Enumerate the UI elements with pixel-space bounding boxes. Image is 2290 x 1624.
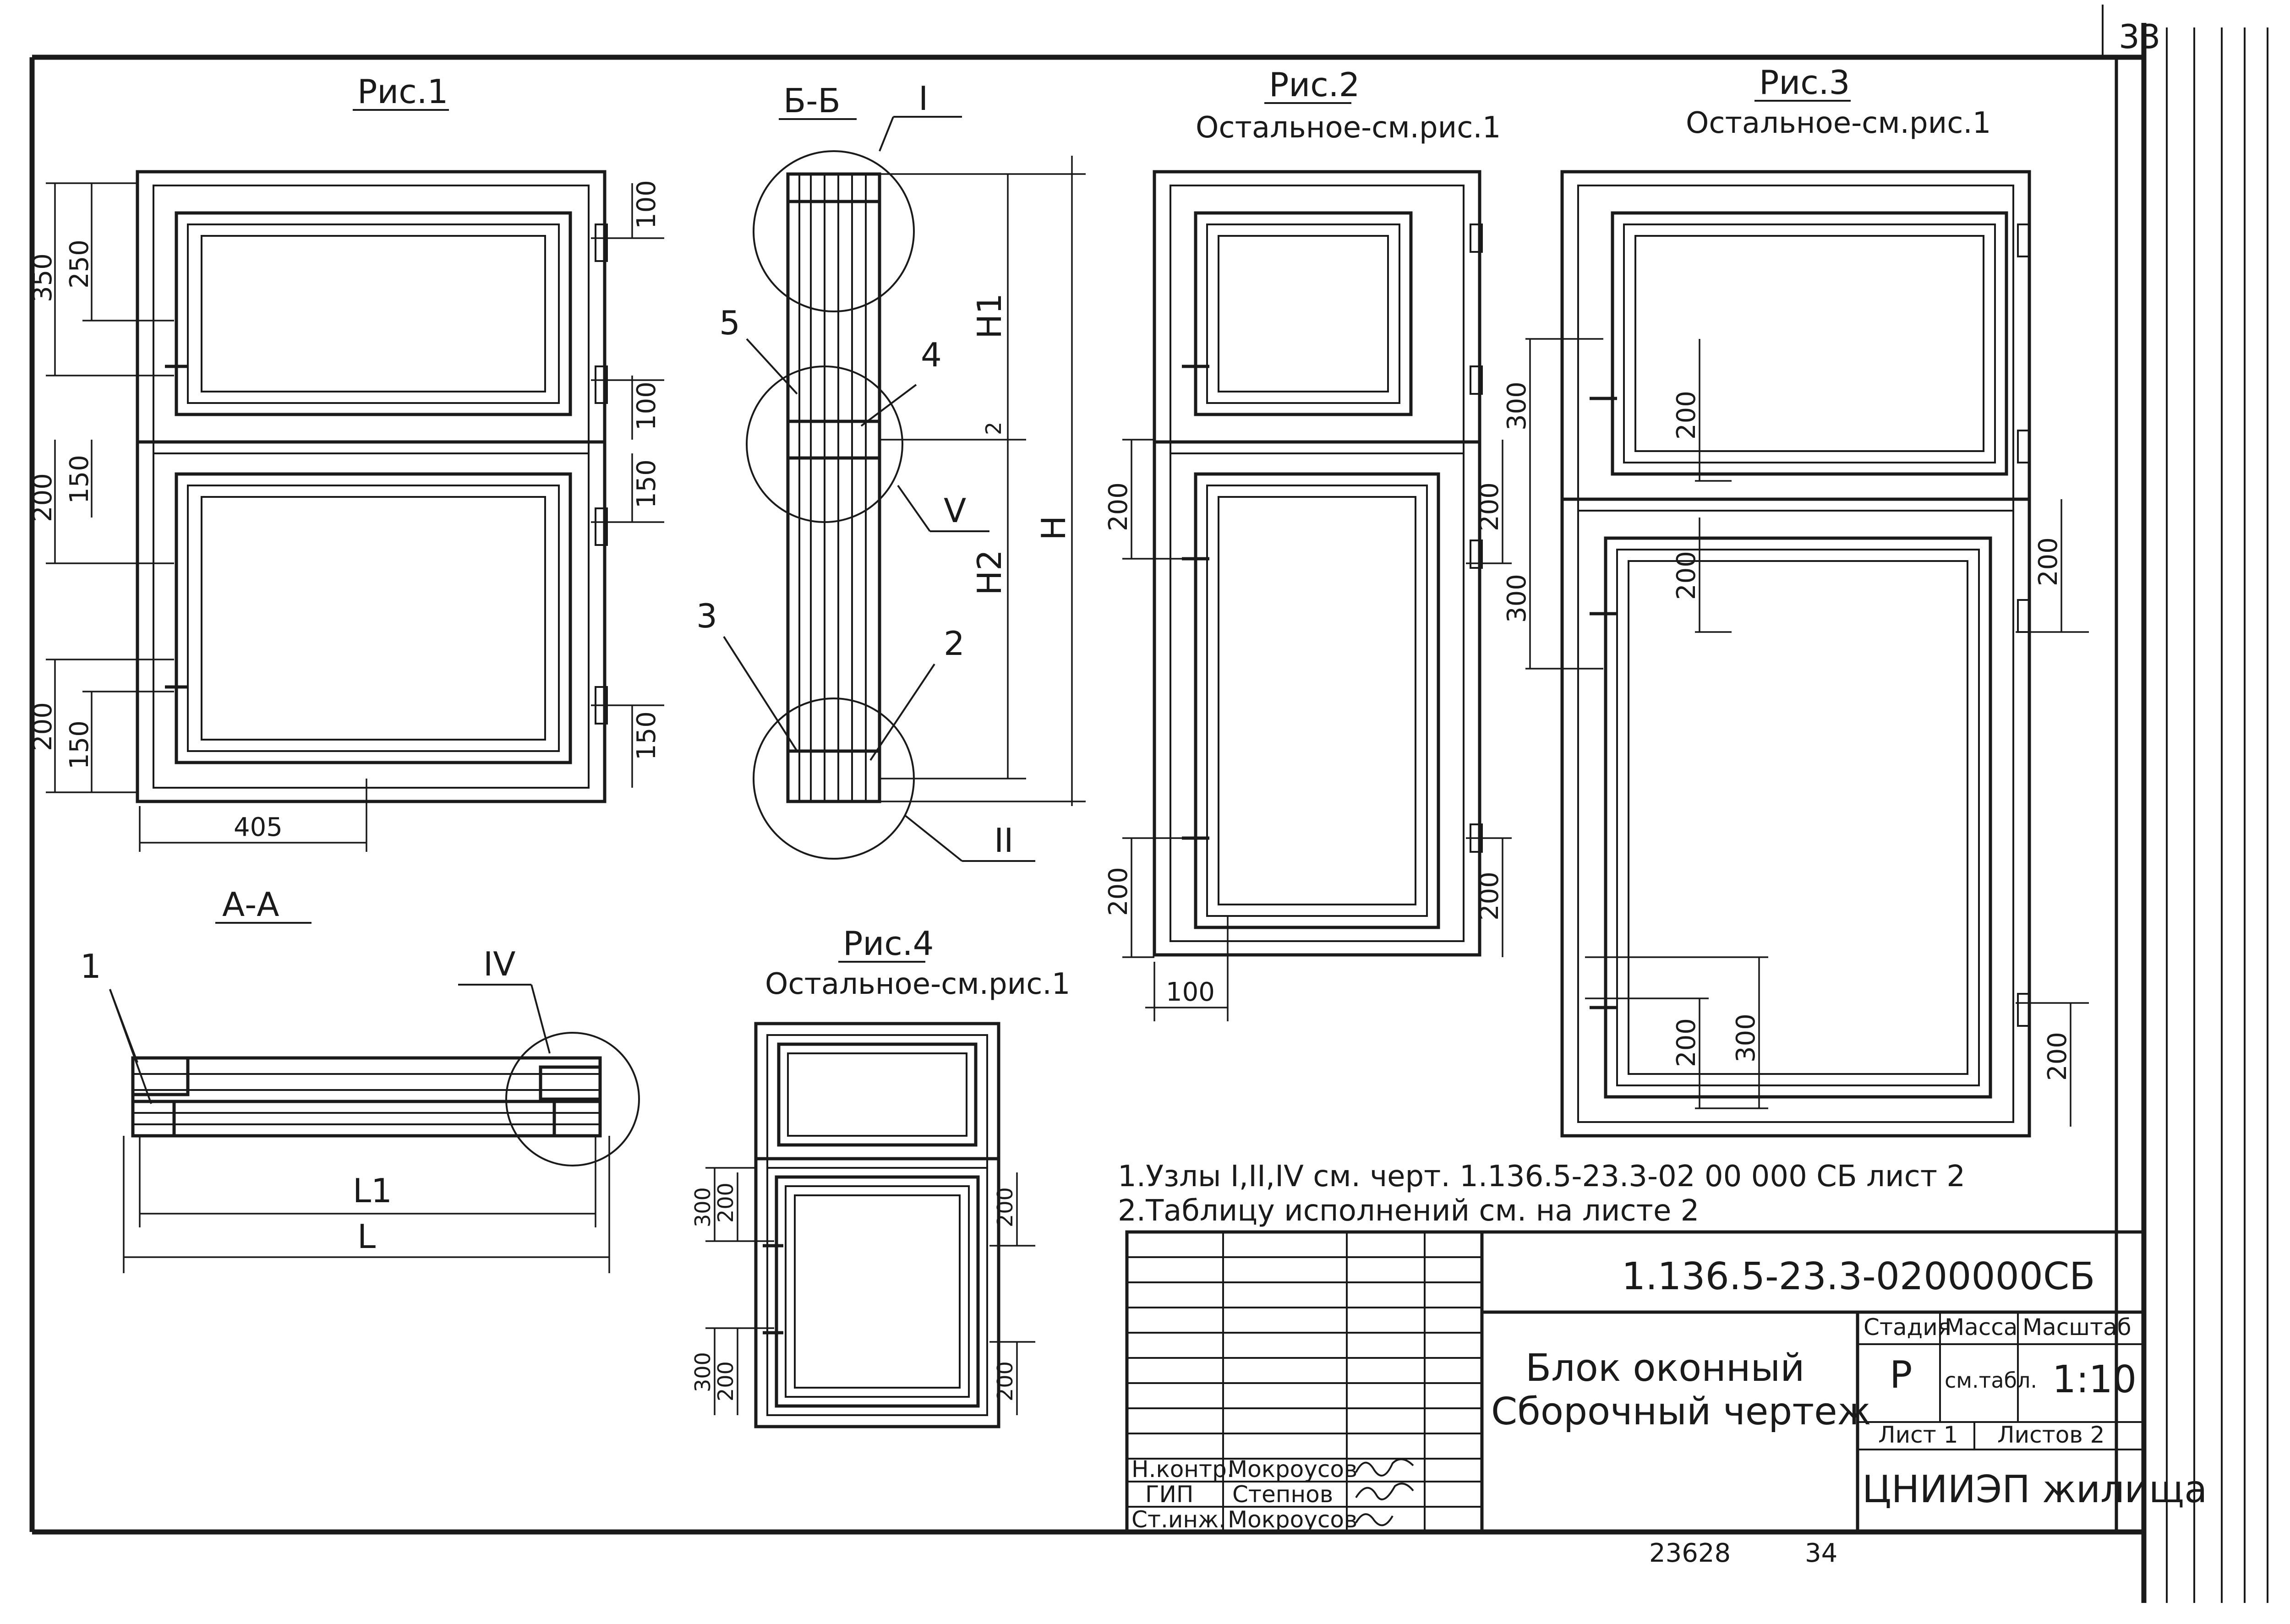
signer-name-2: Степнов — [1232, 1481, 1333, 1508]
sheet-frame — [29, 5, 2268, 1603]
fig4-dim-300b: 300 — [690, 1352, 715, 1392]
note-2: 2.Таблицу исполнений см. на листе 2 — [1118, 1194, 1699, 1228]
position-5: 5 — [719, 304, 740, 342]
height-h1: H1 — [970, 293, 1009, 339]
fig4-dim-200c: 200 — [713, 1361, 738, 1401]
figure-3-subtitle: Остальное-см.рис.1 — [1686, 106, 1991, 140]
organization: ЦНИИЭП жилища — [1862, 1468, 2207, 1511]
signature-2 — [1355, 1482, 1414, 1500]
fig2-dim-100: 100 — [1166, 977, 1215, 1007]
height-gap: 2 — [981, 422, 1006, 435]
fig3-dim-200a: 200 — [1672, 391, 1701, 440]
fig3-dim-200c: 200 — [2033, 537, 2063, 586]
fig1-dim-150a: 150 — [65, 455, 94, 504]
fig1-dim-250: 250 — [65, 240, 94, 289]
fig2-dim-200b: 200 — [1475, 482, 1504, 531]
stage-value: Р — [1890, 1353, 1912, 1397]
position-4: 4 — [921, 336, 942, 374]
fig1-dim-405: 405 — [234, 812, 283, 842]
node-iv-label: IV — [483, 945, 516, 983]
product-name-line2: Сборочный чертеж — [1491, 1390, 1871, 1433]
fig2-dim-200a: 200 — [1104, 482, 1133, 531]
node-v-label: V — [944, 491, 966, 530]
note-1: 1.Узлы I,II,IV см. черт. 1.136.5-23.3-02… — [1118, 1160, 1965, 1193]
fig3-dim-300c: 300 — [1731, 1014, 1761, 1063]
signer-role-2: ГИП — [1145, 1481, 1194, 1508]
node-ii-label: II — [994, 821, 1013, 860]
position-3: 3 — [696, 597, 717, 635]
product-name-line1: Блок оконный — [1525, 1346, 1805, 1390]
signature-1 — [1355, 1458, 1414, 1477]
fig4-dim-200d: 200 — [993, 1361, 1017, 1401]
footer-page: 34 — [1805, 1538, 1837, 1568]
figure-3: Рис.3 Остальное-см.рис.1 — [1502, 63, 2089, 1138]
figure-1: Рис.1 — [136, 72, 608, 803]
section-bb-title: Б-Б — [783, 82, 841, 120]
doc-code: 1.136.5-23.3-0200000СБ — [1622, 1255, 2095, 1298]
figure-2-subtitle: Остальное-см.рис.1 — [1196, 111, 1501, 145]
header-mass: Масса — [1945, 1314, 2017, 1341]
fig1-dim-100b: 100 — [632, 381, 661, 431]
fig1-dim-350: 350 — [28, 253, 58, 302]
section-aa-title: А-А — [222, 885, 279, 924]
fig3-dim-200e: 200 — [2043, 1032, 2072, 1081]
fig3-dim-300a: 300 — [1502, 381, 1532, 431]
fig2-dim-200c: 200 — [1104, 867, 1133, 916]
width-l1: L1 — [353, 1172, 392, 1210]
scale-value: 1:10 — [2052, 1358, 2137, 1401]
sheets-label: Листов 2 — [1997, 1422, 2104, 1448]
signer-role-1: Н.контр. — [1131, 1456, 1234, 1482]
sheet-number: 33 — [2119, 17, 2161, 56]
figure-3-title: Рис.3 — [1759, 63, 1850, 102]
fig4-dim-200a: 200 — [713, 1183, 738, 1223]
height-h: H — [1034, 516, 1073, 540]
figure-2: Рис.2 Остальное-см.рис.1 200 200 — [1104, 65, 1512, 1021]
node-iv-circle — [505, 1032, 640, 1166]
fig1-dim-150b: 150 — [65, 720, 94, 769]
fig2-dim-200d: 200 — [1475, 872, 1504, 921]
node-i-circle — [753, 150, 915, 312]
fig1-dim-200b: 200 — [28, 702, 58, 751]
signer-name-1: Мокроусов — [1228, 1456, 1357, 1482]
fig1-dim-150d: 150 — [632, 711, 661, 760]
height-h2: H2 — [970, 550, 1009, 595]
signature-3 — [1355, 1513, 1394, 1526]
fig3-dim-200d: 200 — [1672, 1018, 1701, 1067]
sheet-label: Лист 1 — [1878, 1422, 1958, 1448]
figure-4-subtitle: Остальное-см.рис.1 — [765, 967, 1070, 1001]
mass-value: см.табл. — [1945, 1368, 2037, 1393]
fig1-dim-200a: 200 — [28, 473, 58, 522]
figure-2-title: Рис.2 — [1269, 65, 1360, 104]
position-1: 1 — [80, 947, 101, 986]
figure-1-dimensions: 350 250 200 150 200 150 100 100 150 150 … — [28, 180, 664, 852]
position-2: 2 — [944, 624, 965, 663]
fig3-dim-200b: 200 — [1672, 551, 1701, 600]
width-l: L — [357, 1217, 376, 1256]
figure-4-title: Рис.4 — [843, 924, 934, 963]
inventory-number: 23628 — [1649, 1538, 1731, 1568]
node-i-label: I — [918, 79, 928, 118]
signer-role-3: Ст.инж. — [1131, 1506, 1226, 1533]
signer-name-3: Мокроусов — [1228, 1506, 1357, 1533]
node-v-circle — [746, 365, 903, 523]
fig4-dim-300a: 300 — [690, 1187, 715, 1227]
fig3-dim-300b: 300 — [1502, 574, 1532, 623]
header-scale: Масштаб — [2022, 1314, 2132, 1341]
section-aa: А-А 1 IV L1 L — [80, 885, 640, 1273]
figure-1-title: Рис.1 — [357, 72, 448, 111]
fig1-dim-150c: 150 — [632, 459, 661, 508]
fig1-dim-100a: 100 — [632, 180, 661, 229]
title-block: 1.136.5-23.3-0200000СБ Блок оконный Сбор… — [1125, 1230, 2207, 1534]
header-stage: Стадия — [1864, 1314, 1951, 1341]
fig4-dim-200b: 200 — [993, 1187, 1017, 1227]
figure-4: Рис.4 Остальное-см.рис.1 300 200 200 300… — [690, 924, 1070, 1428]
section-bb: Б-Б I V II 5 4 3 2 — [696, 79, 1086, 862]
